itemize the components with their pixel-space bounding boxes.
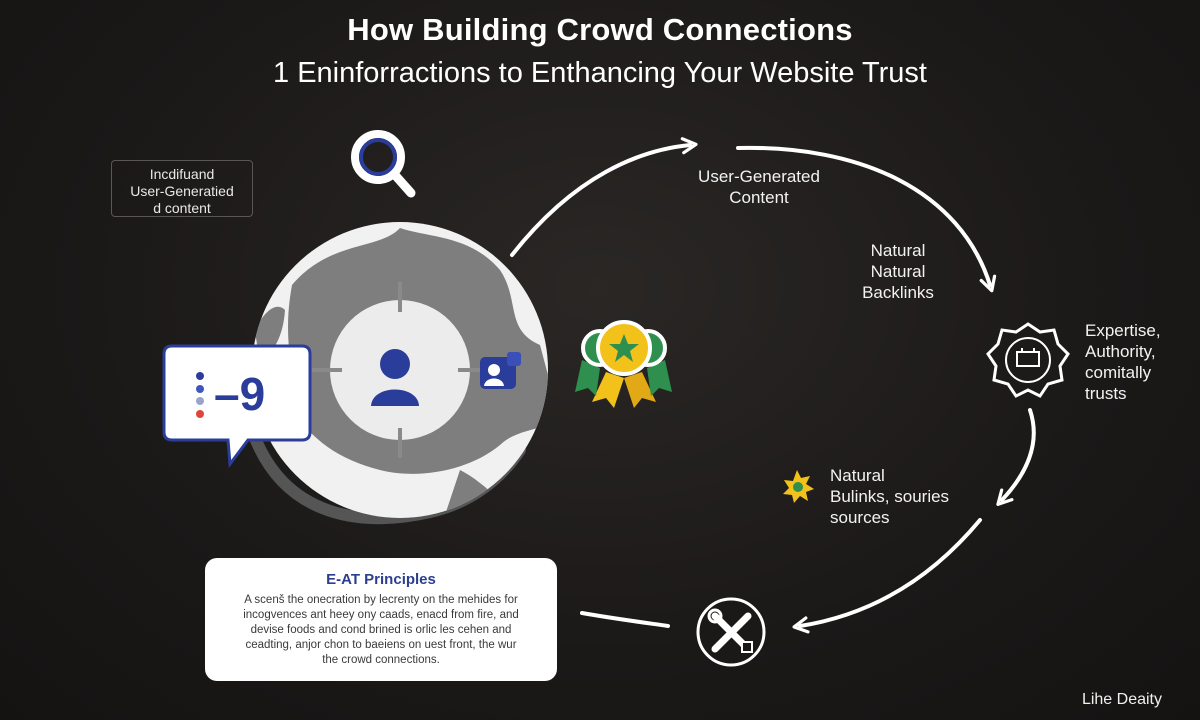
top-left-note-line: Incdifuand xyxy=(149,166,215,182)
eat-principles-card: E-AT Principles A scenš the onecration b… xyxy=(205,558,557,681)
label-line: Backlinks xyxy=(862,283,934,302)
label-natural-sources: Natural Bulinks, souries sources xyxy=(830,465,949,528)
label-line: trusts xyxy=(1085,384,1127,403)
label-line: Expertise, xyxy=(1085,321,1161,340)
label-natural-backlinks: Natural Natural Backlinks xyxy=(852,240,944,303)
user-icon xyxy=(371,349,419,406)
label-line: Natural xyxy=(870,241,926,260)
top-left-note-line: d content xyxy=(153,200,211,216)
label-line: Bulinks, souries xyxy=(830,487,950,506)
top-left-note: Incdifuand User-Generatied d content xyxy=(111,160,253,217)
award-ribbon-icon xyxy=(575,320,672,408)
label-line: Natural xyxy=(870,262,926,281)
chat-dot-navy xyxy=(196,372,204,380)
chat-dot-grey xyxy=(196,397,204,405)
chat-dot-blue xyxy=(196,385,204,393)
cycle-arrow-top xyxy=(510,137,698,257)
top-left-note-line: User-Generatied xyxy=(130,183,234,199)
label-eat: Expertise, Authority, comitally trusts xyxy=(1085,320,1161,404)
eat-card-title: E-AT Principles xyxy=(326,571,436,588)
eat-card-line: A scenš the onecration by lecrenty on th… xyxy=(244,594,518,606)
eat-card-line: ceadting, anjor chon to baeiens on uest … xyxy=(245,639,517,651)
cycle-arrow-bottom xyxy=(580,611,670,628)
chat-dot-red xyxy=(196,410,204,418)
chat-bubble-text: –9 xyxy=(214,368,265,420)
cycle-arrow-bottom-right xyxy=(792,518,982,634)
tools-icon xyxy=(696,597,766,667)
badge-seal-icon xyxy=(986,322,1070,398)
cycle-arrow-top-right xyxy=(736,145,997,293)
star-burst-icon xyxy=(783,470,814,503)
eat-card-line: devise foods and cond brined is orlic le… xyxy=(250,624,512,636)
eat-card-body: A scenš the onecration by lecrenty on th… xyxy=(221,593,541,668)
page-subtitle: 1 Eninforractions to Enthancing Your Web… xyxy=(273,57,927,89)
footer-brand: Lihe Deaity xyxy=(1081,691,1162,708)
magnifier-icon xyxy=(351,130,416,198)
profile-card-icon xyxy=(480,352,521,389)
page-title: How Building Crowd Connections xyxy=(347,12,853,47)
label-line: Natural xyxy=(830,466,885,485)
chat-bubble: –9 xyxy=(162,344,312,469)
cycle-arrow-right xyxy=(996,408,1036,506)
label-line: sources xyxy=(830,508,890,527)
eat-card-line: incogvences ant heey ony caads, enacd fr… xyxy=(243,609,519,621)
label-user-generated-content: User-Generated Content xyxy=(694,166,824,208)
label-line: Content xyxy=(729,188,789,207)
label-line: Authority, xyxy=(1085,342,1156,361)
label-line: User-Generated xyxy=(698,167,820,186)
eat-card-line: the crowd connections. xyxy=(322,654,440,666)
label-line: comitally xyxy=(1085,363,1152,382)
